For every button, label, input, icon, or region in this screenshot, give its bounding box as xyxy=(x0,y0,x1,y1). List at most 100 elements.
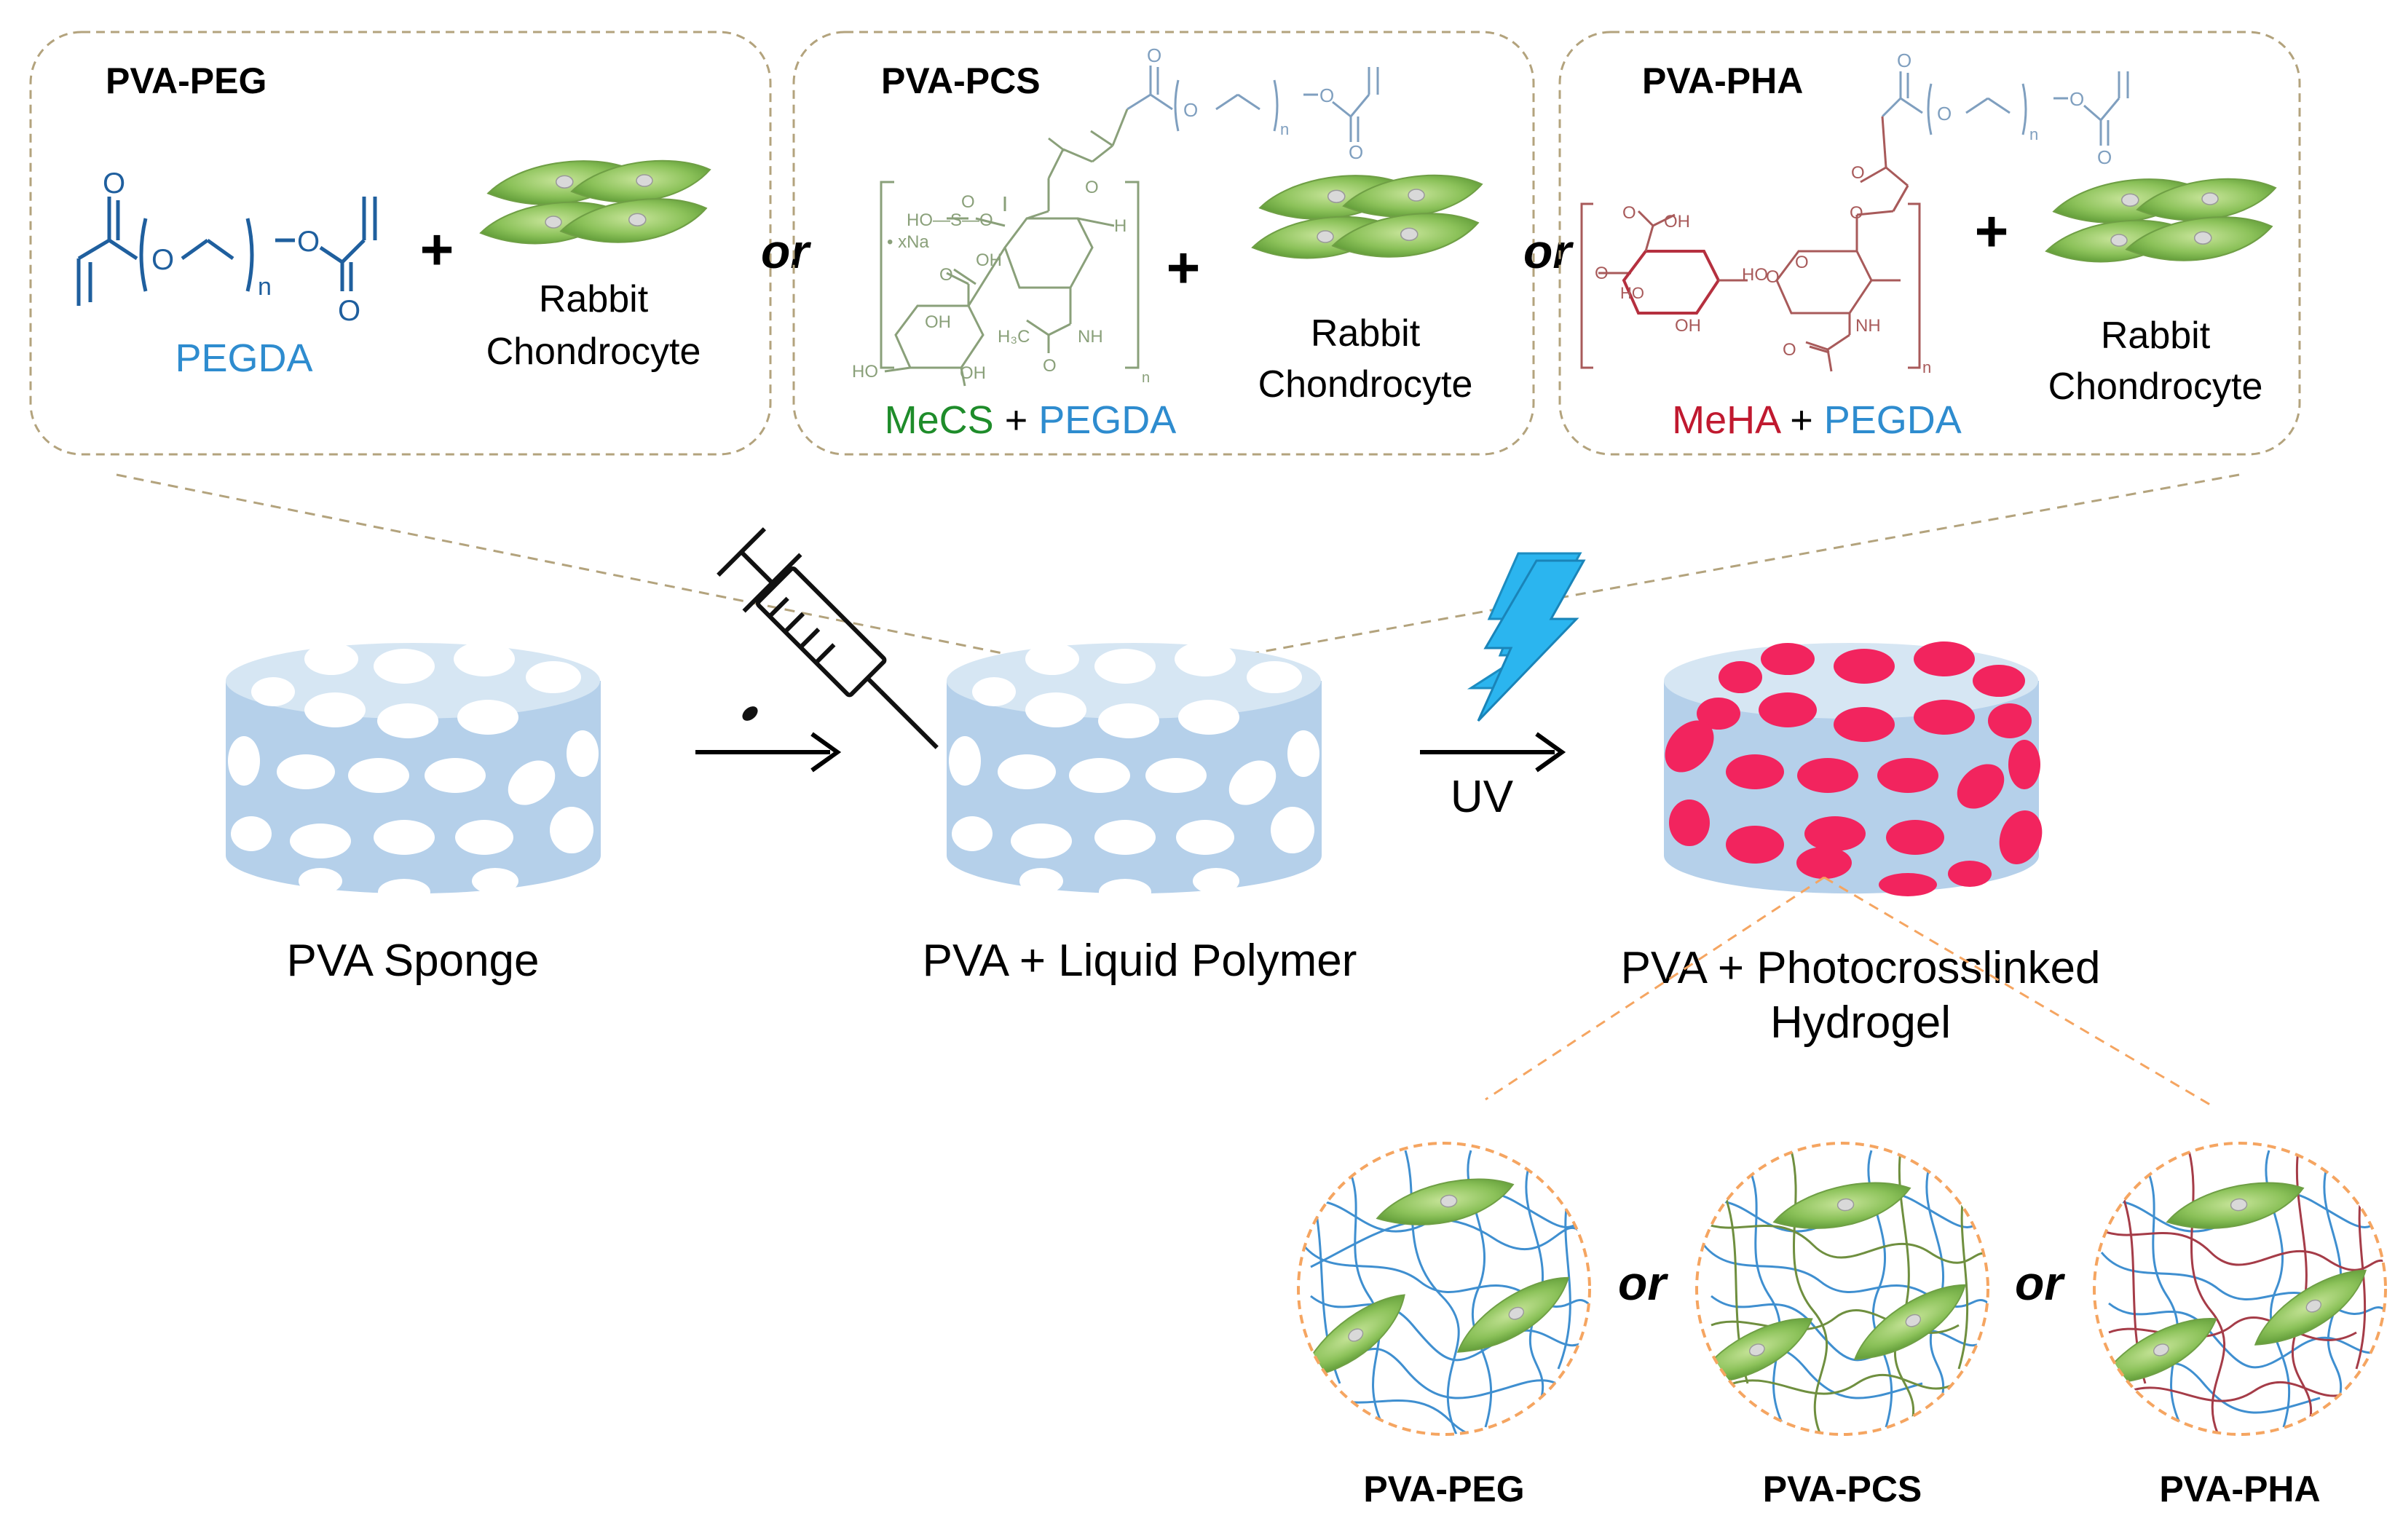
panel-pva-peg: PVA-PEG O O n O O PEGDA + Rab xyxy=(29,31,772,456)
cell-label-line1: Rabbit xyxy=(2101,315,2211,357)
cell-label-line1: Rabbit xyxy=(1311,312,1421,355)
atom-nh: NH xyxy=(1855,316,1881,336)
atom-o: O xyxy=(1937,103,1952,125)
pva-liquid-polymer-sponge xyxy=(947,641,1322,905)
panel-title: PVA-PCS xyxy=(881,60,1041,101)
ho-s-o: HO—S—O xyxy=(907,210,993,230)
pva-sponge xyxy=(226,641,601,905)
atom-o: O xyxy=(1622,203,1636,223)
pegda-label: PEGDA xyxy=(1824,398,1962,442)
atom-o: O xyxy=(1595,264,1609,283)
panel-title: PVA-PEG xyxy=(106,60,267,101)
atom-o: O xyxy=(151,244,174,276)
atom-o: O xyxy=(1766,267,1780,287)
atom-o: O xyxy=(1183,99,1198,121)
or-connector: or xyxy=(761,224,811,278)
or-connector: or xyxy=(2015,1256,2065,1310)
cell-label-line2: Chondrocyte xyxy=(486,331,701,373)
step-label-hydrogel-line2: Hydrogel xyxy=(1770,998,1951,1048)
atom-h: H xyxy=(1114,216,1127,236)
atom-o: O xyxy=(1349,141,1363,163)
bottom-label-pva-pcs: PVA-PCS xyxy=(1763,1469,1922,1509)
atom-o: O xyxy=(1850,203,1863,223)
atom-ho: HO xyxy=(852,362,878,382)
network-pva-pcs xyxy=(1695,1142,1989,1436)
panel-pva-pcs: PVA-PCS O O n O O xyxy=(792,31,1535,456)
atom-o: O xyxy=(1085,178,1099,197)
lightning-bolt-icon xyxy=(1477,559,1586,722)
atom-o: O xyxy=(1147,44,1161,66)
cell-label-line1: Rabbit xyxy=(539,278,649,320)
atom-ho: HO xyxy=(1620,284,1644,302)
step-label-liquid-polymer: PVA + Liquid Polymer xyxy=(923,936,1357,986)
atom-oh: OH xyxy=(960,363,986,383)
pegda-structure xyxy=(76,197,377,306)
atom-o: O xyxy=(1783,340,1796,360)
plus-sign: + xyxy=(1975,199,2009,264)
mecs-pegda-label: MeCS + PEGDA xyxy=(885,398,1177,442)
atom-ho: HO xyxy=(1742,265,1768,285)
pegda-label: PEGDA xyxy=(1038,398,1176,442)
atom-h3c: H₃C xyxy=(998,327,1030,347)
atom-oh: OH xyxy=(1675,316,1701,336)
zoom-lines-bottom xyxy=(1485,876,2214,1108)
meha-pegda-label: MeHA + PEGDA xyxy=(1672,398,1962,442)
panel-title: PVA-PHA xyxy=(1642,60,1803,101)
atom-o: O xyxy=(2070,88,2084,110)
plus-sign: + xyxy=(1167,235,1201,300)
pegda-arm xyxy=(1127,66,1379,142)
atom-o: O xyxy=(1319,84,1334,106)
bottom-label-pva-pha: PVA-PHA xyxy=(2159,1469,2320,1509)
atom-o: O xyxy=(1795,253,1809,272)
subscript-n: n xyxy=(1142,370,1150,386)
meha-structure xyxy=(1580,116,1921,372)
uv-label: UV xyxy=(1451,772,1514,822)
droplet-icon xyxy=(742,706,758,721)
atom-nh: NH xyxy=(1078,327,1103,347)
atom-o: O xyxy=(338,295,360,327)
atom-o: O xyxy=(961,192,975,212)
arrow-uv xyxy=(1420,732,1566,773)
pva-hydrogel-sponge xyxy=(1664,641,2043,896)
mecs-structure xyxy=(880,108,1140,387)
meha-label: MeHA xyxy=(1672,398,1781,442)
pegda-label: PEGDA xyxy=(175,336,312,380)
syringe-icon xyxy=(717,527,939,749)
step-label-sponge: PVA Sponge xyxy=(286,936,539,986)
xna: • xNa xyxy=(887,232,929,252)
chondrocyte-cluster xyxy=(2046,179,2276,262)
chondrocyte-cluster xyxy=(1252,175,1482,258)
atom-o: O xyxy=(939,265,953,285)
atom-oh: OH xyxy=(976,250,1002,270)
panel-pva-pha: PVA-PHA O O n O O xyxy=(1558,31,2301,456)
pegda-arm xyxy=(1881,71,2129,146)
subscript-n: n xyxy=(258,273,272,301)
atom-o: O xyxy=(2097,146,2112,168)
atom-oh: OH xyxy=(925,312,951,332)
atom-o: O xyxy=(297,226,320,258)
cell-label-line2: Chondrocyte xyxy=(1258,363,1473,406)
subscript-n: n xyxy=(1280,120,1289,138)
atom-o: O xyxy=(1897,50,1911,71)
plus-join: + xyxy=(994,398,1039,442)
network-pva-pha xyxy=(2093,1142,2387,1436)
plus-join: + xyxy=(1779,398,1824,442)
zoom-lines-top xyxy=(116,473,2240,679)
bottom-label-pva-peg: PVA-PEG xyxy=(1363,1469,1524,1509)
atom-o: O xyxy=(1043,356,1057,376)
or-connector: or xyxy=(1523,224,1574,278)
atom-o: O xyxy=(103,167,125,200)
subscript-n: n xyxy=(2029,125,2038,143)
plus-sign: + xyxy=(420,217,454,282)
subscript-n: n xyxy=(1922,358,1931,376)
chondrocyte-cluster xyxy=(481,161,710,244)
atom-oh: OH xyxy=(1664,212,1690,232)
or-connector: or xyxy=(1618,1256,1668,1310)
arrow-inject xyxy=(695,732,842,773)
network-pva-peg xyxy=(1297,1142,1591,1436)
mecs-label: MeCS xyxy=(885,398,994,442)
atom-o: O xyxy=(1851,163,1865,183)
cell-label-line2: Chondrocyte xyxy=(2048,366,2263,408)
step-label-hydrogel-line1: PVA + Photocrosslinked xyxy=(1621,943,2101,993)
